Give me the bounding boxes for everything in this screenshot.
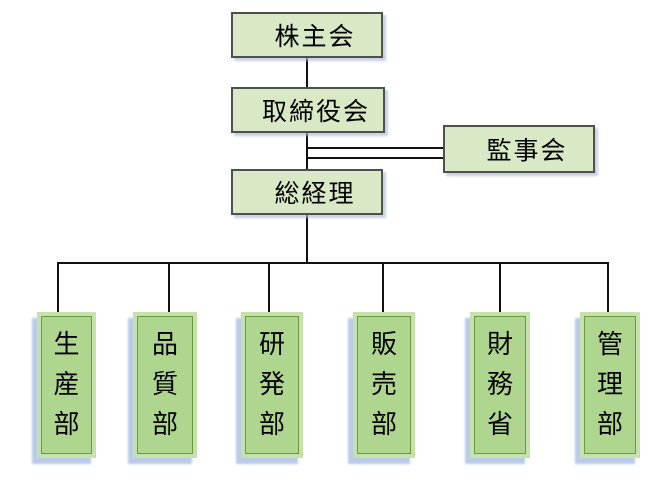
dept-label: 研 発 部 <box>245 316 299 454</box>
connector-general-manager-bus <box>306 215 308 263</box>
node-board-of-directors: 取締役会 <box>231 87 385 133</box>
dept-label: 品 質 部 <box>137 316 193 454</box>
connector-drop-rnd <box>268 263 270 312</box>
node-label: 総経理 <box>274 179 356 208</box>
dept-label: 財 務 省 <box>474 316 526 454</box>
dept-quality: 品 質 部 <box>133 312 197 458</box>
dept-sales: 販 売 部 <box>353 312 415 458</box>
node-label: 株主会 <box>274 22 356 51</box>
connector-shareholders-board <box>306 58 308 88</box>
dept-production: 生 産 部 <box>37 312 96 458</box>
connector-branch-auditors-upper <box>307 147 444 149</box>
dept-research-development: 研 発 部 <box>241 312 303 458</box>
node-label: 取締役会 <box>261 97 370 126</box>
connector-drop-quality <box>168 263 170 312</box>
node-general-manager: 総経理 <box>231 169 383 215</box>
dept-finance: 財 務 省 <box>470 312 530 458</box>
connector-board-general-manager <box>306 133 308 170</box>
connector-drop-sales <box>382 263 384 312</box>
node-board-of-auditors: 監事会 <box>443 125 595 173</box>
connector-drop-finance <box>499 263 501 312</box>
node-shareholders-meeting: 株主会 <box>231 12 383 58</box>
connector-drop-production <box>57 263 59 312</box>
node-label: 監事会 <box>486 136 568 165</box>
connector-horizontal-bus <box>57 262 609 264</box>
dept-label: 管 理 部 <box>584 316 636 454</box>
connector-branch-auditors-lower <box>307 157 444 159</box>
dept-label: 販 売 部 <box>357 316 411 454</box>
dept-label: 生 産 部 <box>41 316 92 454</box>
dept-administration: 管 理 部 <box>580 312 640 458</box>
connector-drop-admin <box>607 263 609 312</box>
